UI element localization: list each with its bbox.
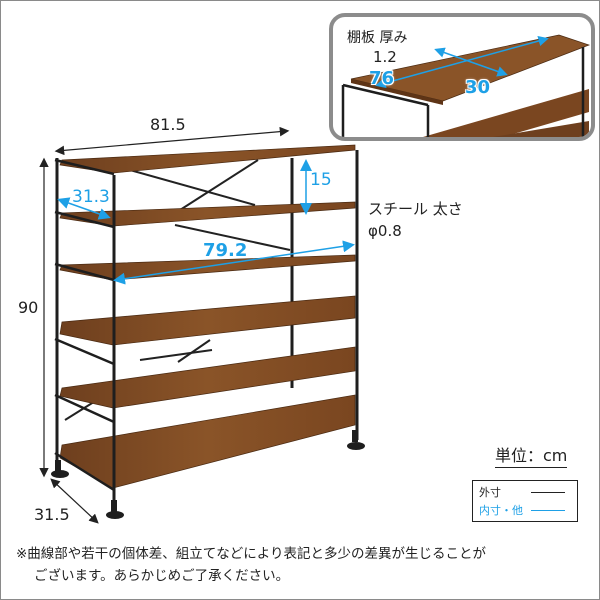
- legend: 外寸 内寸・他: [472, 480, 578, 522]
- unit-label: 単位：cm: [495, 442, 568, 468]
- steel-label: スチール 太さ: [368, 200, 463, 218]
- shelf-thickness-value: 1.2: [373, 48, 397, 66]
- outer-dimension-lines: [39, 126, 290, 524]
- shelf-length-label: 76: [369, 68, 395, 89]
- front-frame: [55, 150, 359, 507]
- inner-dimension-lines: [57, 159, 355, 285]
- shelf-depth-label: 30: [465, 77, 491, 98]
- disclaimer-note: ※曲線部や若干の個体差、組立てなどにより表記と多少の差異が生じることが ございま…: [16, 543, 486, 587]
- shelf-board-inset: 棚板 厚み 1.2 76 30: [329, 13, 595, 141]
- note-line-1: ※曲線部や若干の個体差、組立てなどにより表記と多少の差異が生じることが: [16, 546, 487, 562]
- inset-illustration: [341, 34, 591, 137]
- depth-label: 31.5: [34, 505, 70, 524]
- note-line-2: ございます。あらかじめご了承ください。: [34, 568, 290, 584]
- legend-outer-line: [531, 492, 565, 493]
- legend-outer-label: 外寸: [479, 486, 501, 499]
- legend-inner-label: 内寸・他: [479, 504, 523, 517]
- legend-inner-line: [531, 510, 565, 511]
- feet: [51, 430, 365, 519]
- width-label: 81.5: [150, 115, 186, 134]
- inner-width-label: 79.2: [203, 240, 248, 261]
- steel-diameter: φ0.8: [368, 222, 402, 240]
- shelf-thickness-title: 棚板 厚み: [347, 30, 408, 46]
- steel-spec: スチール 太さ φ0.8: [368, 198, 463, 242]
- shelf-spacing-label: 15: [310, 170, 332, 190]
- legend-outer: 外寸: [479, 484, 501, 500]
- height-label: 90: [18, 298, 39, 317]
- inner-depth-label: 31.3: [72, 187, 110, 207]
- legend-inner: 内寸・他: [479, 502, 523, 518]
